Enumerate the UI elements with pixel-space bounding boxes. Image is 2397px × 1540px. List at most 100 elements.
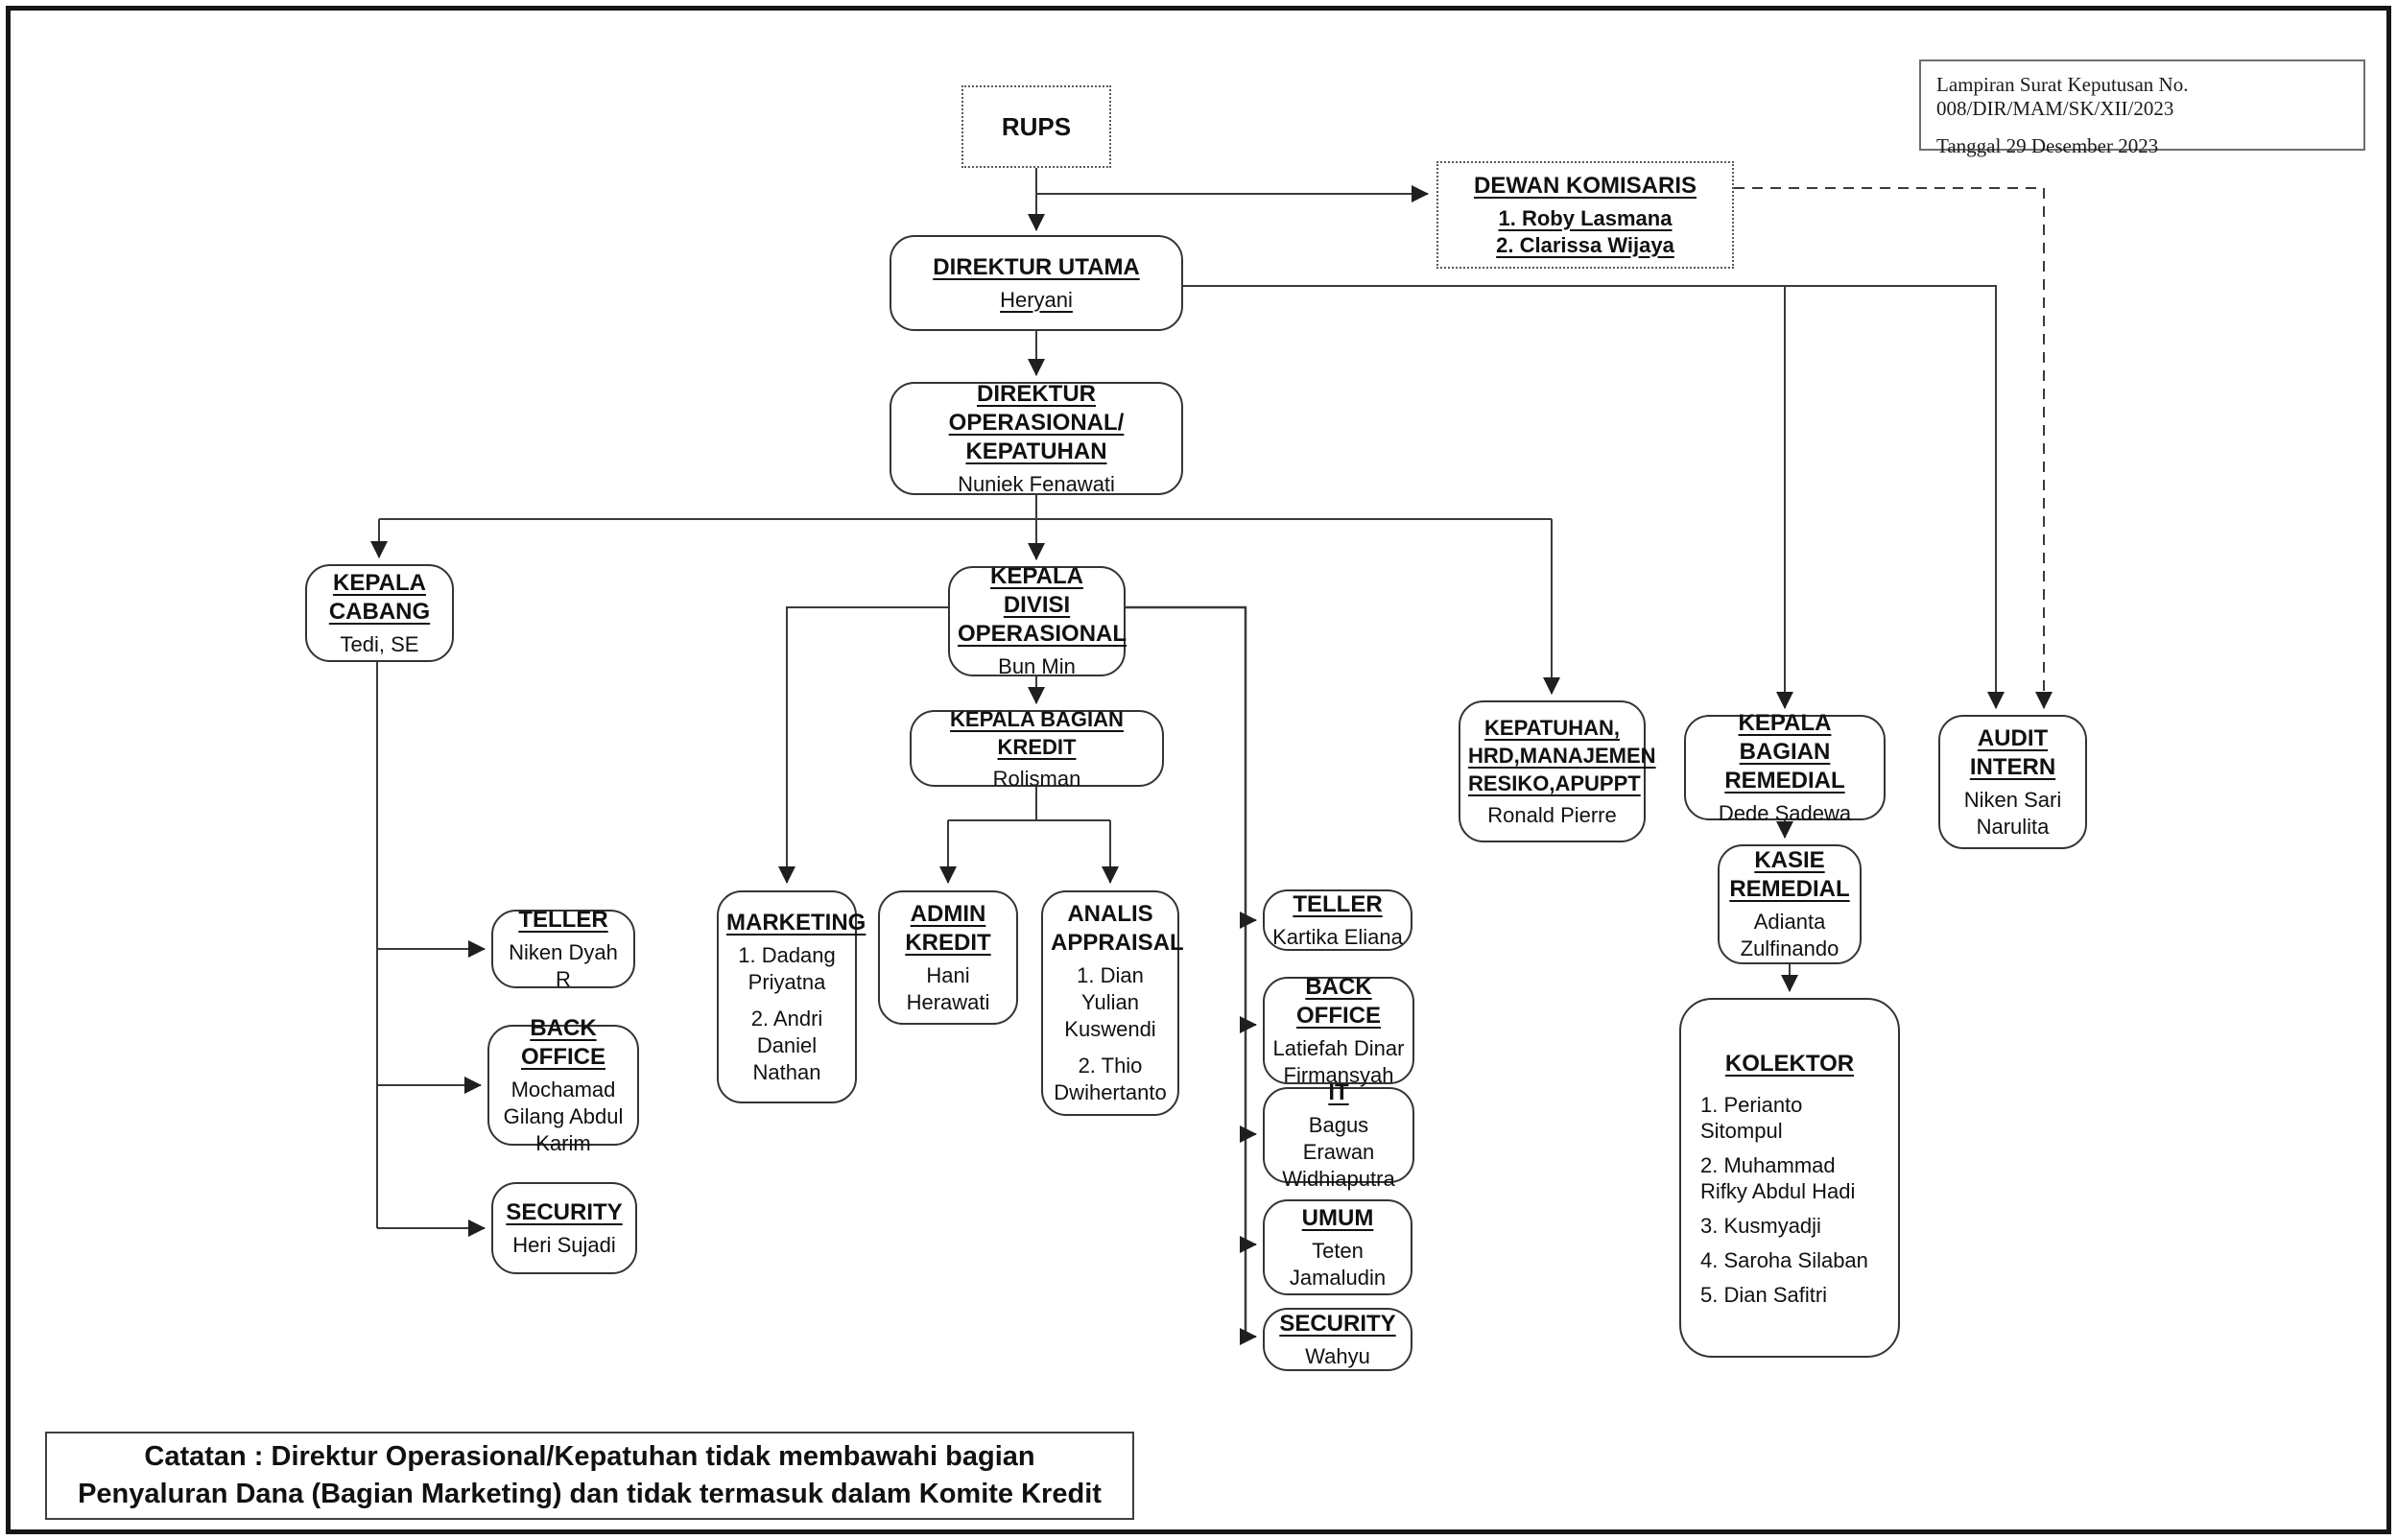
text-line: BACK OFFICE xyxy=(1296,973,1381,1029)
text-line: KOLEKTOR xyxy=(1724,1051,1855,1077)
text-line: CABANG xyxy=(328,598,431,625)
node-title: DIREKTUR UTAMA xyxy=(899,253,1174,282)
text-line: Teten Jamaludin xyxy=(1289,1238,1387,1290)
node-title: TELLER xyxy=(1272,890,1403,919)
node-teller-cabang: TELLER Niken Dyah R xyxy=(491,907,635,991)
text-line: SECURITY xyxy=(506,1198,623,1225)
node-names: Latiefah Dinar Firmansyah xyxy=(1272,1035,1405,1089)
node-kepala-bagian-kredit: KEPALA BAGIAN KREDIT Rolisman xyxy=(910,707,1164,791)
text-line: RESIKO,APUPPT xyxy=(1468,771,1641,795)
text-line: Nuniek Fenawati xyxy=(958,471,1115,496)
node-title: SECURITY xyxy=(501,1198,628,1227)
node-names: Bagus Erawan Widhiaputra xyxy=(1272,1112,1405,1193)
text-line: DIREKTUR OPERASIONAL/ xyxy=(948,380,1125,436)
node-names: Heryani xyxy=(899,287,1174,314)
node-title: TELLER xyxy=(501,906,626,935)
node-names: Rolisman xyxy=(919,766,1154,793)
text-line: MARKETING xyxy=(726,909,866,936)
text-line: 2. Muhammad Rifky Abdul Hadi xyxy=(1700,1153,1856,1203)
node-rups: RUPS xyxy=(961,85,1111,168)
node-names: Niken Sari Narulita xyxy=(1948,787,2077,841)
text-line: 2. Clarissa Wijaya xyxy=(1496,232,1674,257)
node-title: KOLEKTOR xyxy=(1689,1050,1890,1078)
text-line: TELLER xyxy=(518,906,608,933)
line-dewan-audit-dashed xyxy=(1734,187,2053,709)
catatan-line-2: Penyaluran Dana (Bagian Marketing) dan t… xyxy=(78,1479,1102,1509)
text-line: KEPATUHAN xyxy=(965,438,1107,464)
text-line: UMUM xyxy=(1301,1204,1374,1231)
lampiran-note: Lampiran Surat Keputusan No. 008/DIR/MAM… xyxy=(1919,59,2365,157)
text-line: 1. Roby Lasmana xyxy=(1498,205,1673,230)
text-line: Niken Sari Narulita xyxy=(1963,787,2062,839)
node-names: Niken Dyah R xyxy=(501,939,626,993)
node-names: 1. Dian Yulian Kuswendi 2. Thio Dwihertan… xyxy=(1051,962,1170,1106)
node-names: Mochamad Gilang Abdul Karim xyxy=(497,1077,629,1157)
node-umum: UMUM Teten Jamaludin xyxy=(1263,1199,1412,1295)
node-security-cabang: SECURITY Heri Sujadi xyxy=(491,1182,637,1274)
node-title: IT xyxy=(1272,1078,1405,1107)
text-line: REMEDIAL xyxy=(1724,767,1845,794)
text-line: Ronald Pierre xyxy=(1487,803,1617,827)
node-names: Heri Sujadi xyxy=(501,1232,628,1259)
text-line: 5. Dian Safitri xyxy=(1700,1283,1828,1307)
text-line: APPRAISAL xyxy=(1051,930,1184,956)
text-line: IT xyxy=(1328,1078,1349,1105)
text-line: SECURITY xyxy=(1279,1310,1396,1337)
text-line: AUDIT xyxy=(1977,724,2049,751)
lampiran-line-1: Lampiran Surat Keputusan No. 008/DIR/MAM… xyxy=(1936,73,2189,120)
node-teller-operasional: TELLER Kartika Eliana xyxy=(1263,889,1412,951)
text-line: TELLER xyxy=(1293,890,1383,917)
node-names: Adianta Zulfinando xyxy=(1727,909,1852,962)
text-line: Hani Herawati xyxy=(906,962,990,1014)
node-title: BACK OFFICE xyxy=(1272,973,1405,1031)
text-line: Latiefah Dinar Firmansyah xyxy=(1272,1035,1405,1087)
text-line: Bun Min xyxy=(998,654,1076,678)
node-title: RUPS xyxy=(971,112,1102,141)
text-line: DIREKTUR UTAMA xyxy=(933,253,1140,280)
text-line: Heri Sujadi xyxy=(512,1232,616,1257)
node-title: MARKETING xyxy=(726,909,866,937)
node-title: UMUM xyxy=(1272,1204,1403,1233)
text-line: 1. Dadang Priyatna xyxy=(738,942,836,994)
node-names: Dede Sadewa xyxy=(1694,800,1876,827)
text-line: 2. Thio Dwihertanto xyxy=(1054,1054,1167,1104)
text-line: Dede Sadewa xyxy=(1718,800,1852,825)
text-line: 4. Saroha Silaban xyxy=(1700,1248,1868,1272)
text-line: HRD,MANAJEMEN xyxy=(1468,744,1656,768)
catatan-line-1: Catatan : Direktur Operasional/Kepatuhan… xyxy=(144,1441,1035,1472)
text-line: OPERASIONAL xyxy=(958,621,1127,647)
text-line: BACK OFFICE xyxy=(521,1014,605,1070)
node-title: BACK OFFICE xyxy=(497,1014,629,1072)
text-line: Niken Dyah R xyxy=(509,939,618,991)
text-line: 1. Dian Yulian Kuswendi xyxy=(1064,963,1156,1041)
node-names: Hani Herawati xyxy=(888,962,1009,1016)
text-line: Bagus Erawan Widhiaputra xyxy=(1282,1112,1395,1191)
line-direktur-utama-audit xyxy=(1183,285,2005,709)
text-line: Kartika Eliana xyxy=(1272,924,1403,949)
text-line: INTERN xyxy=(1969,753,2056,780)
text-line: Tedi, SE xyxy=(340,631,419,656)
text-line: 3. Kusmyadji xyxy=(1700,1214,1821,1238)
text-line: DEWAN KOMISARIS xyxy=(1473,172,1697,199)
catatan-note: Catatan : Direktur Operasional/Kepatuhan… xyxy=(45,1432,1134,1520)
line-divisi-right-trunk xyxy=(1126,605,1247,1337)
node-back-office-cabang: BACK OFFICE Mochamad Gilang Abdul Karim xyxy=(487,1015,639,1155)
line-divisi-marketing xyxy=(778,606,948,884)
